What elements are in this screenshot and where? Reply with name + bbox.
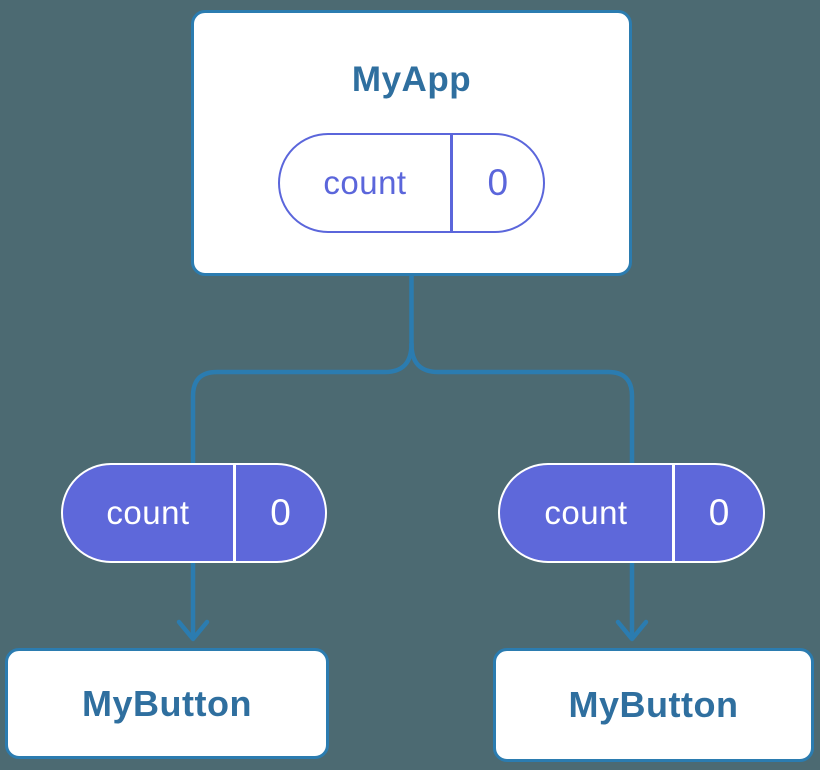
prop-pill-left: count 0 xyxy=(61,463,327,563)
state-pill-value: 0 xyxy=(487,161,509,203)
state-pill-key: count xyxy=(323,163,407,201)
prop-pill-key: count xyxy=(544,494,628,531)
prop-pill-value: 0 xyxy=(270,492,291,533)
arrow-right-head-icon xyxy=(615,619,649,642)
node-mybutton-left-title: MyButton xyxy=(82,682,252,724)
arrow-left-head-icon xyxy=(176,619,210,642)
node-mybutton-right-title: MyButton xyxy=(568,684,739,726)
connector-branch-left xyxy=(190,341,414,475)
prop-pill-right: count 0 xyxy=(498,463,765,563)
prop-pill-key: count xyxy=(106,494,190,531)
state-pill-myapp: count 0 xyxy=(278,132,545,233)
node-myapp: MyApp count 0 xyxy=(191,10,632,276)
prop-pill-value: 0 xyxy=(708,492,730,533)
node-myapp-title: MyApp xyxy=(351,60,472,99)
pill-divider xyxy=(450,134,453,231)
node-mybutton-left: MyButton xyxy=(5,648,329,759)
pill-divider xyxy=(233,465,236,561)
connector-branch-right xyxy=(409,341,635,475)
node-mybutton-right: MyButton xyxy=(493,648,814,762)
pill-divider xyxy=(672,465,675,561)
